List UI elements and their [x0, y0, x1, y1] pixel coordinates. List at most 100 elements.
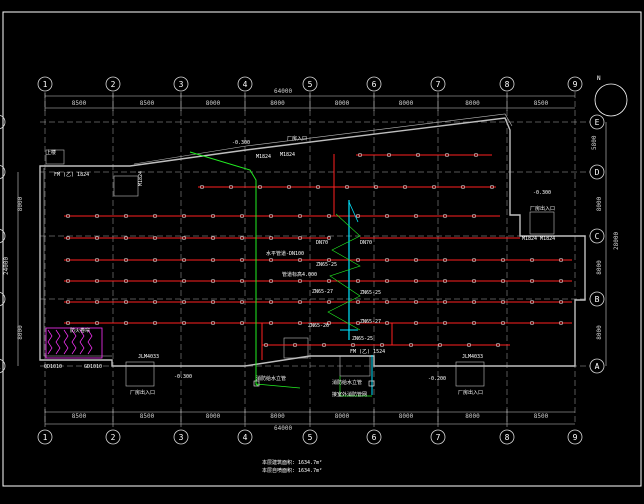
sprinkler-head [472, 300, 476, 304]
dim-top-span-2: 8000 [206, 100, 221, 107]
sprinkler-head [95, 236, 99, 240]
sprinkler-head [385, 321, 389, 325]
sprinkler-head [66, 300, 70, 304]
sprinkler-head [356, 214, 360, 218]
sprinkler-head [95, 321, 99, 325]
axis-label-B-right: B [595, 295, 600, 304]
sprinkler-head [345, 185, 349, 189]
sprinkler-head [501, 258, 505, 262]
equipment-coil-0 [47, 329, 53, 355]
dim-top-span-5: 8000 [399, 100, 414, 107]
sprinkler-head [356, 258, 360, 262]
label-bottom-mid-b: 消防给水立管 [332, 379, 362, 386]
sprinkler-head [95, 279, 99, 283]
axis-bubble-C-right [589, 228, 605, 244]
sprinkler-head [269, 321, 273, 325]
axis-bubble-E-right [589, 114, 605, 130]
axis-bubble-6-top [366, 76, 382, 92]
label-left-room: 防火卷帘 [70, 327, 90, 334]
equipment-coil-5 [87, 329, 93, 355]
label-bottom-elev-left: -0.300 [174, 374, 192, 380]
sprinkler-head [416, 153, 420, 157]
mid-bottom-box [339, 355, 371, 377]
sprinkler-head [182, 300, 186, 304]
dim-top-span-1: 8500 [140, 100, 155, 107]
wall-layer [39, 113, 586, 387]
sprinkler-head [490, 185, 494, 189]
dim-bottom-span-0: 8500 [72, 413, 87, 420]
dim-right-span-1: 8000 [596, 260, 603, 275]
sprinkler-head [153, 236, 157, 240]
axis-bubble-8-bottom [499, 429, 515, 445]
sprinkler-head [298, 279, 302, 283]
sprinkler-head [385, 214, 389, 218]
dim-right-span-2: 8000 [596, 325, 603, 340]
sprinkler-head [211, 214, 215, 218]
dim-bottom-span-1: 8500 [140, 413, 155, 420]
building-outline [39, 117, 586, 367]
label-fm-left: FM (乙) 1824 [54, 171, 89, 178]
axis-label-A-right: A [595, 362, 600, 371]
sprinkler-head [559, 321, 563, 325]
sprinkler-head [124, 321, 128, 325]
axis-label-8-bottom: 8 [505, 433, 510, 442]
sprinkler-head [298, 321, 302, 325]
sprinkler-head [461, 185, 465, 189]
drawing-frame [2, 11, 642, 487]
sprinkler-head [269, 236, 273, 240]
axis-label-5-top: 5 [308, 80, 313, 89]
label-right-door: M1824 M1824 [522, 236, 555, 242]
dim-top-total: 64000 [274, 88, 292, 95]
sprinkler-head [356, 279, 360, 283]
sprinkler-head [153, 214, 157, 218]
sprinkler-head [327, 321, 331, 325]
sprinkler-head [293, 343, 297, 347]
north-arrow-icon: N [594, 75, 628, 117]
sprinkler-head [124, 236, 128, 240]
sprinkler-head [269, 258, 273, 262]
sprinkler-head [472, 279, 476, 283]
sprinkler-head [211, 258, 215, 262]
sprinkler-head [95, 300, 99, 304]
dim-top-span-0: 8500 [72, 100, 87, 107]
axis-bubble-B-left [0, 291, 6, 307]
sprinkler-head [66, 236, 70, 240]
axis-bubble-A-left [0, 358, 6, 374]
axis-bubble-6-bottom [366, 429, 382, 445]
label-dn-g: ZN65-27 [360, 319, 381, 325]
sprinkler-head [414, 279, 418, 283]
sprinkler-head [153, 300, 157, 304]
sprinkler-head [287, 185, 291, 189]
left-stair-box [113, 175, 139, 197]
label-bottom-room-left: QD1010 [44, 364, 62, 370]
axis-bubble-2-bottom [105, 429, 121, 445]
label-right-elev: -0.300 [533, 190, 551, 196]
axis-label-4-bottom: 4 [243, 433, 248, 442]
label-top-door-b: M1824 [280, 152, 295, 158]
right-stair-box [529, 211, 555, 235]
dim-right-top: 5800 [591, 135, 598, 150]
sprinkler-head [269, 300, 273, 304]
axis-label-C-left: C [0, 232, 1, 241]
label-bottom-right-id: JLM4033 [462, 354, 483, 360]
dim-top-span-6: 8000 [465, 100, 480, 107]
axis-bubble-B-right [589, 291, 605, 307]
axis-bubble-A-right [589, 358, 605, 374]
label-dn-h: ZN65-25 [352, 336, 373, 342]
sprinkler-head [380, 343, 384, 347]
stamp-line-1: 本层建筑面积: 1634.7m² [262, 459, 322, 466]
dim-top-span-3: 8000 [270, 100, 285, 107]
sprinkler-head [211, 321, 215, 325]
sprinkler-head [327, 214, 331, 218]
axis-label-7-bottom: 7 [436, 433, 441, 442]
axis-label-3-bottom: 3 [179, 433, 184, 442]
sprinkler-head [124, 300, 128, 304]
sprinkler-head [443, 214, 447, 218]
sprinkler-head [472, 321, 476, 325]
sprinkler-head [211, 236, 215, 240]
equipment-coil-1 [55, 329, 61, 355]
equipment-room-outline [45, 327, 103, 359]
sprinkler-head [182, 258, 186, 262]
axis-bubble-C-left [0, 228, 6, 244]
sprinkler-head [153, 321, 157, 325]
